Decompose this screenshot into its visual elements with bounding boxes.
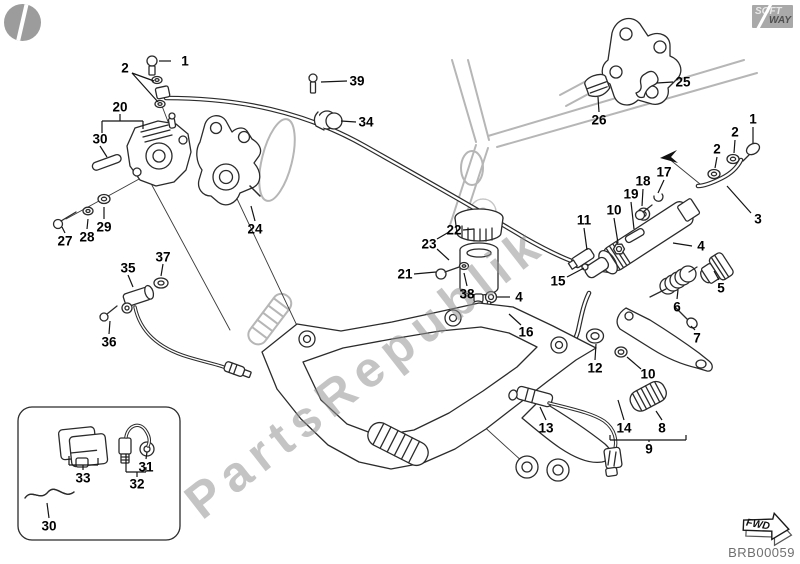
- sensor-connector: [223, 361, 252, 379]
- part-callout-1: 1: [749, 111, 757, 127]
- rear-master-cylinder: [567, 142, 761, 279]
- footpeg-hanger-bracket: [261, 302, 612, 482]
- hose-clamp: [308, 73, 343, 131]
- part-callout-7: 7: [693, 330, 701, 346]
- part-callout-12: 12: [587, 360, 603, 376]
- part-callout-35: 35: [120, 260, 136, 276]
- switch-part: [118, 423, 152, 464]
- part-callout-28: 28: [79, 229, 95, 245]
- part-callout-2: 2: [713, 141, 721, 157]
- part-callout-3: 3: [754, 211, 762, 227]
- part-callout-21: 21: [397, 266, 413, 282]
- part-callout-13: 13: [538, 420, 554, 436]
- part-callout-24: 24: [247, 221, 263, 237]
- fwd-direction-arrow: FWD: [733, 494, 797, 555]
- part-callout-19: 19: [623, 186, 639, 202]
- part-callout-2: 2: [731, 124, 739, 140]
- brake-pedal: [616, 307, 713, 372]
- part-callout-25: 25: [675, 74, 691, 90]
- push-rod: [624, 227, 645, 244]
- pedal-group: [558, 252, 734, 412]
- logo-slash-icon: [14, 4, 29, 41]
- part-callout-30: 30: [92, 131, 108, 147]
- part-callout-26: 26: [591, 112, 607, 128]
- brake-caliper: [52, 55, 192, 230]
- speed-sensor: [99, 277, 252, 379]
- part-callout-4: 4: [697, 238, 705, 254]
- part-callout-5: 5: [717, 280, 725, 296]
- caliper-bracket: [196, 115, 262, 206]
- inset-parts-box: [17, 406, 181, 541]
- part-callout-32: 32: [129, 476, 145, 492]
- part-callout-1: 1: [181, 53, 189, 69]
- adjuster: [700, 252, 734, 284]
- part-callout-16: 16: [518, 324, 534, 340]
- mount-bolt: [634, 209, 646, 221]
- part-callout-10: 10: [640, 366, 656, 382]
- part-callout-22: 22: [446, 222, 462, 238]
- part-callout-8: 8: [658, 420, 666, 436]
- part-callout-39: 39: [349, 73, 365, 89]
- part-callout-30: 30: [41, 518, 57, 534]
- pad-pin: [91, 153, 122, 171]
- part-callout-6: 6: [673, 299, 681, 315]
- rod-joint: [584, 256, 610, 279]
- part-callout-15: 15: [550, 273, 566, 289]
- part-callout-4: 4: [515, 289, 523, 305]
- diagram-code: BRB00059: [728, 545, 795, 560]
- ghost-footpeg: [247, 292, 293, 346]
- part-callout-11: 11: [576, 212, 592, 228]
- pedal-rubber: [629, 380, 667, 412]
- part-callout-20: 20: [112, 99, 128, 115]
- part-callout-34: 34: [358, 114, 374, 130]
- direction-arrow-icon: [660, 150, 678, 163]
- part-callout-37: 37: [155, 249, 171, 265]
- caliper-bolt: [52, 218, 64, 230]
- part-callout-38: 38: [459, 286, 475, 302]
- part-callout-18: 18: [635, 173, 651, 189]
- part-callout-36: 36: [101, 334, 117, 350]
- part-callout-14: 14: [616, 420, 632, 436]
- brake-hose: [163, 95, 613, 274]
- part-callout-23: 23: [421, 236, 437, 252]
- part-callout-17: 17: [656, 164, 672, 180]
- connector-plug: [603, 446, 623, 470]
- softway-logo-top-text: SOFT: [755, 6, 782, 17]
- retainer-clip: [635, 70, 659, 99]
- clevis: [567, 248, 595, 270]
- softway-logo: SOFT WAY: [752, 5, 793, 28]
- part-callout-33: 33: [75, 470, 91, 486]
- reservoir-bolt: [435, 268, 447, 280]
- brake-light-switch: [508, 385, 623, 478]
- rider-footpeg: [367, 421, 429, 467]
- part-callout-29: 29: [96, 219, 112, 235]
- site-logo: [4, 4, 41, 41]
- softway-logo-bottom-text: WAY: [768, 15, 791, 26]
- part-callout-9: 9: [645, 441, 653, 457]
- banjo-bolt: [745, 142, 761, 156]
- circlip: [653, 193, 664, 202]
- master-cylinder-mount: [584, 17, 682, 106]
- part-callout-31: 31: [138, 459, 154, 475]
- return-spring: [649, 265, 698, 298]
- part-callout-2: 2: [121, 60, 129, 76]
- part-callout-27: 27: [57, 233, 73, 249]
- part-callout-10: 10: [606, 202, 622, 218]
- fwd-label: FWD: [745, 517, 771, 533]
- pivot-bolt: [686, 317, 698, 329]
- boot-cap: [584, 73, 611, 98]
